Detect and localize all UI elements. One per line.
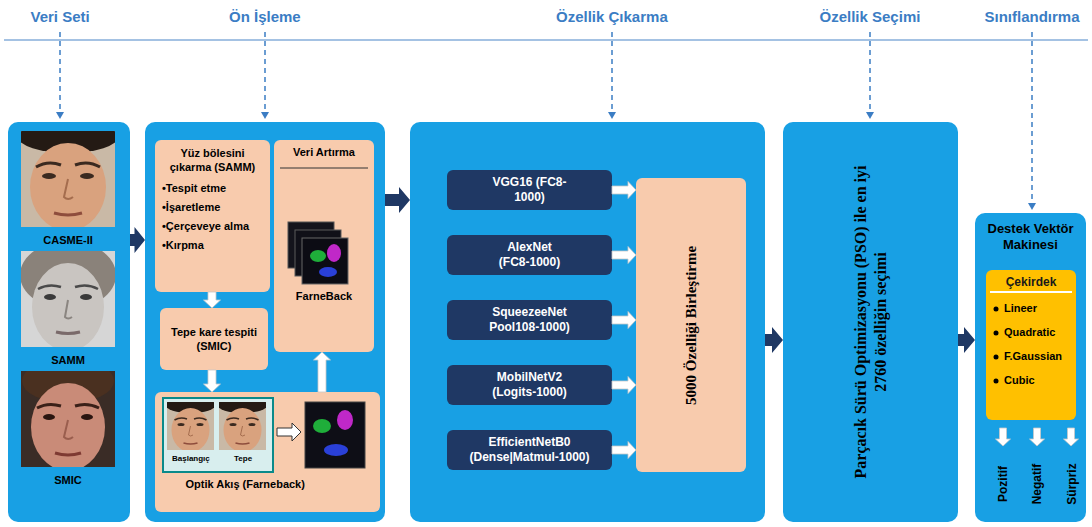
cnn-model-box: EfficientNetB0 (Dense|Matmul-1000) (447, 430, 612, 470)
farneback-image-stack (288, 222, 348, 284)
stage-heading: Özellik Çıkarma (556, 8, 668, 25)
flow-arrow (612, 247, 636, 264)
cnn-model-box: MobilNetV2 (Logits-1000) (447, 365, 612, 405)
box-caption: Optik Akış (Farneback) (186, 478, 305, 490)
flow-arrow (612, 442, 636, 459)
cnn-model-box: VGG16 (FC8-1000) (447, 170, 612, 210)
kernel-item: Cubic (1004, 374, 1035, 386)
panel-title: Destek Vektör Makinesi (979, 221, 1082, 253)
box-title: Yüz bölesini çıkarma (SAMM) (160, 146, 265, 174)
optical-flow-image (305, 402, 365, 468)
model-name: AlexNet (FC8-1000) (492, 240, 567, 270)
output-arrow (996, 428, 1079, 446)
stage-panel: Özellik SeçimiParçacık Sürü Optimizasyon… (783, 122, 958, 522)
bullet-dot (994, 307, 999, 384)
cnn-model-box: AlexNet (FC8-1000) (447, 235, 612, 275)
flow-arrow (385, 187, 410, 213)
flow-arrow (612, 182, 636, 199)
box-text: 5000 Özelliği Birleştirme (682, 215, 701, 435)
stage-heading: Veri Seti (31, 8, 90, 25)
face-image (18, 121, 118, 471)
step-item: •Tespit etme (160, 180, 265, 196)
dataset-name: SMIC (18, 474, 118, 486)
kernel-item: Quadratic (1004, 326, 1055, 338)
panel-text: Parçacık Sürü Optimizasyonu (PSO) ile en… (851, 157, 891, 487)
step-item: •Çerçeveye alma (160, 218, 265, 234)
process-box: Tepe kare tespiti (SMIC) (160, 308, 268, 370)
frame-label: Tepe (234, 454, 252, 463)
model-name: VGG16 (FC8-1000) (492, 175, 567, 205)
stage-line (4, 40, 1088, 41)
stage-panel: Özellik ÇıkarmaVGG16 (FC8-1000)AlexNet (… (410, 122, 765, 522)
flow-arrow (958, 327, 975, 353)
box-title: Veri Artırma (274, 146, 374, 158)
flow-arrow (765, 327, 783, 353)
header-rule (280, 168, 368, 169)
step-item: •Kırpma (160, 237, 265, 253)
stage-heading: Sınıflandırma (985, 8, 1080, 25)
process-box: 5000 Özelliği Birleştirme (636, 178, 746, 472)
flow-arrow (204, 370, 221, 392)
class-label: Pozitif (996, 466, 1010, 502)
kernel-item: F.Gaussian (1004, 350, 1062, 362)
stage-heading: Ön İşleme (229, 8, 301, 25)
flow-arrow (314, 352, 331, 392)
dataset-name: CASME-II (18, 234, 118, 246)
small-arrow (277, 423, 301, 441)
model-name: SqueezeeNet Pool108-1000) (480, 305, 580, 335)
flow-arrow (612, 377, 636, 394)
image-caption: FarneBack (274, 290, 374, 302)
flow-arrow (612, 312, 636, 329)
box-title: Çekirdek (986, 275, 1076, 289)
kernel-item: Lineer (1004, 302, 1037, 314)
flow-arrow (130, 227, 145, 253)
model-name: MobilNetV2 (Logits-1000) (480, 370, 580, 400)
class-label: Negatif (1030, 464, 1044, 505)
class-label: Sürpriz (1064, 463, 1078, 504)
frame-label: Başlangıç (172, 454, 210, 463)
model-name: EfficientNetB0 (Dense|Matmul-1000) (457, 435, 602, 465)
process-box: Yüz bölesini çıkarma (SAMM) •Tespit etme •… (155, 140, 270, 292)
kernel-rule (990, 292, 1072, 293)
flow-arrow (204, 292, 221, 308)
frame-pair-image (163, 397, 273, 472)
stage-heading: Özellik Seçimi (820, 8, 921, 25)
cnn-model-box: SqueezeeNet Pool108-1000) (447, 300, 612, 340)
dataset-name: SAMM (18, 354, 118, 366)
step-item: •İşaretleme (160, 199, 265, 215)
box-text: Tepe kare tespiti (SMIC) (166, 325, 262, 353)
